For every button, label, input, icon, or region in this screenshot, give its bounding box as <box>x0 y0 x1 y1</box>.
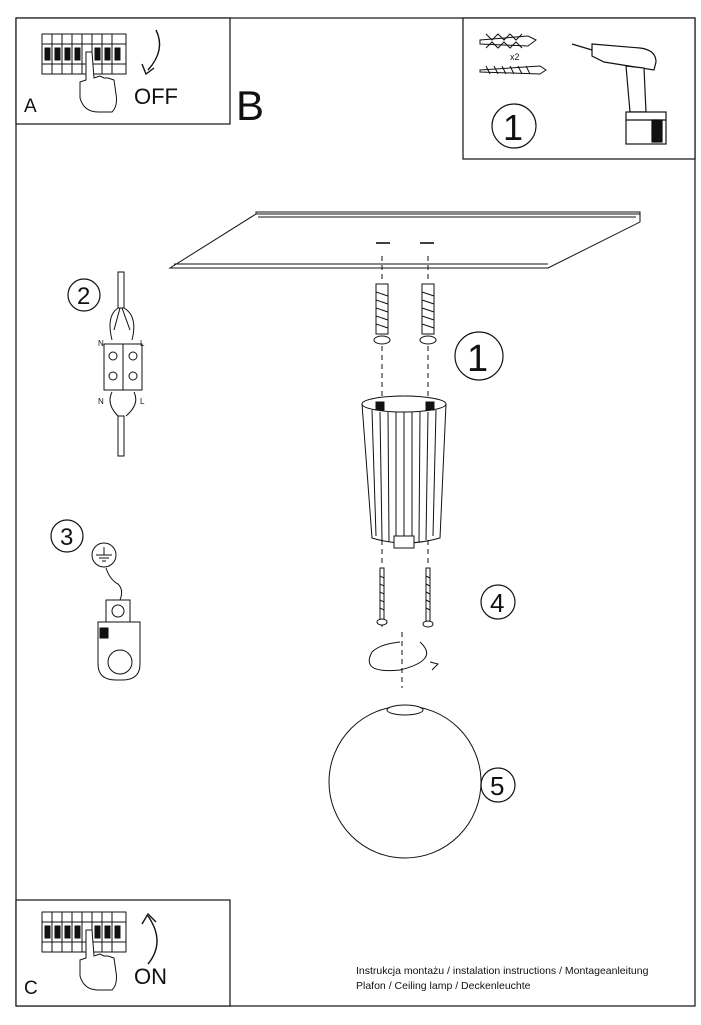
terminal-l-bottom: L <box>140 397 145 406</box>
wire-connector <box>103 271 143 457</box>
step-2-number: 2 <box>77 283 90 310</box>
terminal-n-top: N <box>98 339 104 348</box>
panel-c-letter: C <box>24 978 38 999</box>
glass-globe <box>328 704 482 859</box>
arrow-icon <box>147 29 161 71</box>
step-5-number: 5 <box>490 771 504 801</box>
mount-screw-right <box>419 283 437 345</box>
drill-icon <box>571 43 667 145</box>
arrow-icon <box>147 915 158 965</box>
page-frame <box>15 17 696 1007</box>
step-circle <box>454 331 504 381</box>
step-1-number: 1 <box>467 338 488 380</box>
quantity-label: x2 <box>510 52 520 62</box>
hand-icon <box>79 51 117 113</box>
footer-line-1: Instrukcja montażu / instalation instruc… <box>356 965 649 977</box>
panel-c: C ON <box>15 899 231 1007</box>
panel-b-letter: B <box>236 82 264 129</box>
lamp-body <box>361 395 447 549</box>
panel-a-letter: A <box>24 96 37 117</box>
off-label: OFF <box>134 84 178 109</box>
tools-panel: x2 1 <box>462 17 696 160</box>
panel-a: A OFF <box>15 17 231 125</box>
step-circle <box>67 278 101 312</box>
fixing-screw-right <box>422 567 434 628</box>
step-circle <box>480 767 516 803</box>
circuit-breaker-icon <box>41 911 127 953</box>
ground-symbol-icon <box>91 542 117 568</box>
step-circle <box>480 584 516 620</box>
rotate-arrow-icon <box>368 632 439 688</box>
mount-screw-left <box>373 283 391 345</box>
footer-line-2: Plafon / Ceiling lamp / Deckenleuchte <box>356 980 531 992</box>
fixing-screw-left <box>376 567 388 628</box>
screw-icon <box>479 65 547 75</box>
terminal-n-bottom: N <box>98 397 104 406</box>
tools-step-number: 1 <box>503 107 523 148</box>
ceiling-plate <box>168 211 641 269</box>
on-label: ON <box>134 964 167 989</box>
wall-plug-icon <box>479 33 537 49</box>
hand-icon <box>79 929 117 991</box>
step-3-number: 3 <box>60 524 73 551</box>
step-circle <box>491 103 537 149</box>
terminal-l-top: L <box>140 339 145 348</box>
step-4-number: 4 <box>490 588 504 618</box>
step-circle <box>50 519 84 553</box>
ground-terminal <box>97 599 141 681</box>
